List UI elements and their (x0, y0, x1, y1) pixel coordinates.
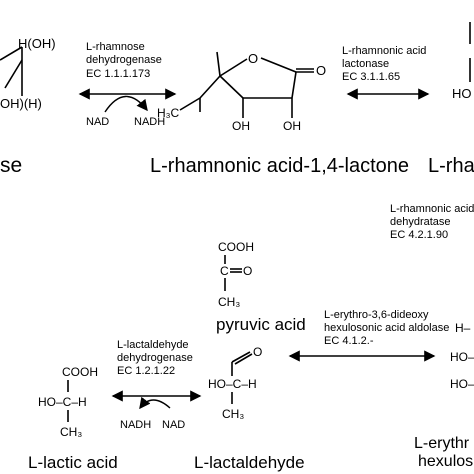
lactone-structure: O O H₃C OH OH L-rhamnonic acid-1,4-lacto… (150, 51, 409, 177)
hexulosonic-name-1: L-erythr (414, 435, 470, 452)
dehydrogenase-label: L-rhamnose dehydrogenase EC 1.1.1.173 (86, 41, 162, 80)
enzyme-line1: L-rhamnose (86, 41, 145, 53)
lactone-methyl: H₃C (157, 106, 180, 120)
hexulosonic-structure: H– HO– HO– L-erythr hexulos (414, 321, 474, 470)
enzyme-ec: EC 1.2.1.22 (117, 365, 175, 377)
enzyme-line2: dehydrogenase (86, 54, 162, 66)
hexulosonic-name-2: hexulos (418, 453, 473, 470)
lactaldehyde-structure: O HO–C–H CH₃ L-lactaldehyde (194, 345, 305, 472)
pyruvic-name: pyruvic acid (216, 315, 306, 334)
enzyme-ec: EC 3.1.1.65 (342, 71, 400, 83)
pyruvic-cooh: COOH (218, 240, 254, 254)
dehydratase-label: L-rhamnonic acid dehydratase EC 4.2.1.90 (390, 203, 474, 241)
hexulosonic-h: H– (455, 321, 471, 335)
cofactor-nad-bottom: NAD (162, 419, 185, 431)
pyruvic-o: O (243, 264, 252, 278)
enzyme-ec: EC 4.1.2.- (324, 335, 374, 347)
cofactor-nad-top: NAD (86, 116, 109, 128)
rhamnonic-structure: HO L-rham (428, 22, 474, 177)
pyruvic-ch3: CH₃ (218, 295, 240, 309)
enzyme-ec: EC 4.2.1.90 (390, 229, 448, 241)
lactaldehyde-o: O (253, 345, 262, 359)
enzyme-ec: EC 1.1.1.173 (86, 68, 150, 80)
lactaldehyde-hoch: HO–C–H (208, 377, 257, 391)
lactaldehyde-name: L-lactaldehyde (194, 453, 305, 472)
lactone-ring-o: O (248, 51, 258, 66)
rhamnonic-oh: HO (452, 86, 472, 101)
rhamnose-oh-bottom: OH)(H) (0, 96, 42, 111)
rhamnose-name: se (0, 154, 22, 177)
cofactor-nadh-bottom: NADH (120, 419, 151, 431)
lactic-name: L-lactic acid (28, 453, 118, 472)
pyruvic-c: C (220, 264, 229, 278)
hexulosonic-ho2: HO– (450, 377, 474, 391)
enzyme-line1: L-rhamnonic acid (342, 45, 426, 57)
pyruvic-structure: COOH C O CH₃ pyruvic acid (216, 240, 306, 334)
cofactor-curve-2 (139, 396, 171, 410)
enzyme-line1: L-rhamnonic acid (390, 203, 474, 215)
enzyme-line1: L-erythro-3,6-dideoxy (324, 309, 429, 321)
lactone-oh-left: OH (232, 119, 250, 133)
lactonase-label: L-rhamnonic acid lactonase EC 3.1.1.65 (342, 45, 426, 83)
aldolase-label: L-erythro-3,6-dideoxy hexulosonic acid a… (324, 309, 449, 347)
rhamnose-structure: H(OH) OH)(H) se (0, 36, 56, 177)
lactic-structure: COOH HO–C–H CH₃ L-lactic acid (28, 365, 118, 472)
cofactor-curve-1 (104, 95, 148, 113)
lactone-name: L-rhamnonic acid-1,4-lactone (150, 155, 409, 177)
enzyme-line2: dehydrogenase (117, 352, 193, 364)
rhamnonic-name: L-rham (428, 155, 474, 177)
enzyme-line2: hexulosonic acid aldolase (324, 322, 449, 334)
lactic-hoch: HO–C–H (38, 395, 87, 409)
enzyme-line1: L-lactaldehyde (117, 339, 189, 351)
cofactor-nadh-top: NADH (134, 116, 165, 128)
lactaldehyde-ch3: CH₃ (222, 407, 244, 421)
lactic-cooh: COOH (62, 365, 98, 379)
lactic-ch3: CH₃ (60, 425, 82, 439)
enzyme-line2: dehydratase (390, 216, 451, 228)
lactone-carbonyl-o: O (316, 63, 326, 78)
lactaldehyde-dh-label: L-lactaldehyde dehydrogenase EC 1.2.1.22 (117, 339, 193, 377)
rhamnose-oh-top: H(OH) (18, 36, 56, 51)
hexulosonic-ho1: HO– (450, 350, 474, 364)
enzyme-line2: lactonase (342, 58, 389, 70)
lactone-oh-right: OH (283, 119, 301, 133)
